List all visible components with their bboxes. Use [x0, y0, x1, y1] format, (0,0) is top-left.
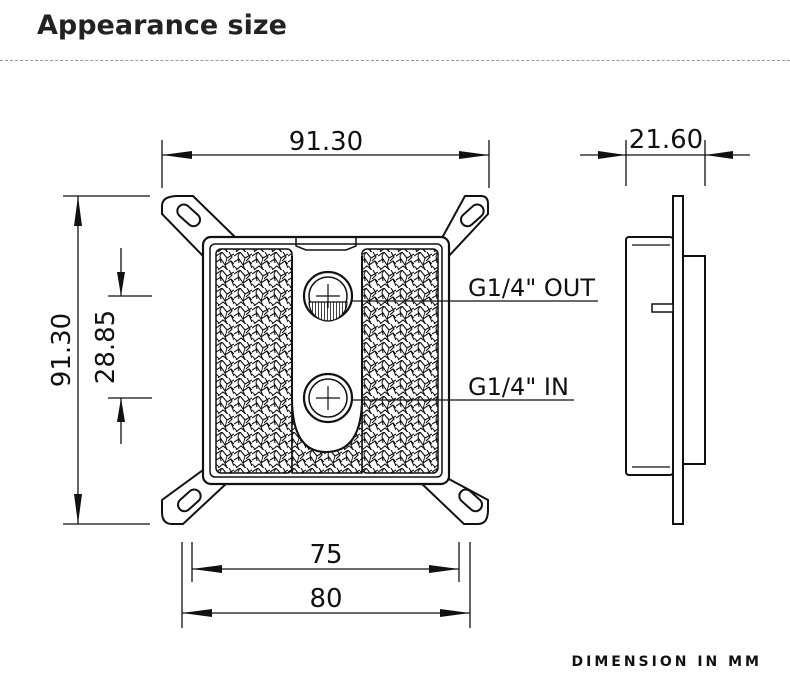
front-view: G1/4" OUT G1/4" IN	[161, 195, 598, 525]
side-bracket	[672, 195, 684, 525]
side-cold-plate	[682, 255, 706, 465]
side-depth-value: 21.60	[629, 125, 703, 155]
dimension-inner-width	[191, 542, 460, 582]
dimension-left-height	[63, 195, 150, 525]
side-body	[625, 236, 674, 476]
texture-right	[361, 248, 439, 474]
block-inner-frame	[209, 243, 443, 478]
mounting-slot-top-left	[176, 203, 201, 228]
left-height-value: 91.30	[47, 313, 77, 387]
page-title: Appearance size	[37, 10, 287, 41]
inlet-port	[302, 372, 354, 424]
mounting-slot-bottom-left	[177, 488, 202, 513]
dimension-side-depth	[580, 140, 750, 186]
mounting-slot-bottom-right	[458, 488, 483, 513]
side-pin	[651, 303, 674, 313]
outer-width-value: 80	[309, 584, 342, 614]
inlet-label: G1/4" IN	[468, 373, 569, 401]
dimension-top-width	[161, 140, 490, 188]
inner-width-value: 75	[309, 540, 342, 570]
u-channel	[291, 256, 363, 454]
frame-notch	[295, 237, 357, 251]
title-divider	[0, 60, 790, 61]
outlet-label: G1/4" OUT	[468, 274, 595, 302]
unit-note: DIMENSION IN MM	[572, 654, 763, 670]
dimension-outer-width	[181, 542, 471, 628]
outlet-port	[302, 270, 354, 322]
mounting-slot-top-right	[460, 203, 485, 228]
texture-left	[215, 248, 293, 474]
top-width-value: 91.30	[289, 127, 363, 157]
side-view	[625, 195, 706, 525]
port-spacing-value: 28.85	[91, 310, 121, 384]
dimension-port-spacing	[108, 248, 152, 444]
